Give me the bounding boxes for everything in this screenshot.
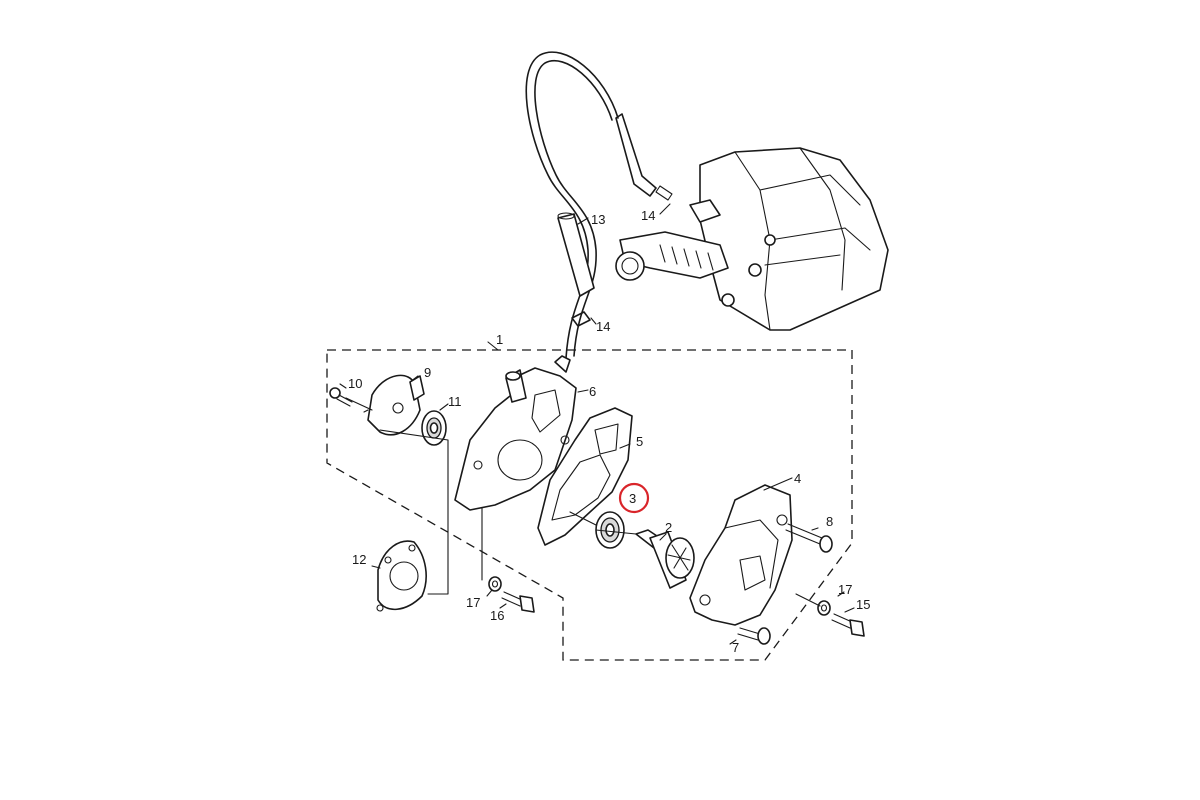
bolt-10 [329,387,353,407]
part-label-14-lower: 14 [596,319,610,334]
part-label-9: 9 [424,365,431,380]
part-label-8: 8 [826,514,833,529]
impeller-shaft-2 [635,529,695,589]
bolt-7 [737,627,771,645]
bearing-11 [421,410,447,446]
part-label-12: 12 [352,552,366,567]
pump-housing-6 [454,355,577,511]
assembly-boundary [326,349,853,661]
pump-cover-4 [689,484,793,626]
part-label-3: 3 [629,491,636,506]
part-label-1: 1 [496,332,503,347]
part-label-17-left: 17 [466,595,480,610]
part-label-5: 5 [636,434,643,449]
bolt-8 [785,523,833,553]
cover-plate-9 [367,374,425,436]
washer-17-left [488,576,502,592]
assembly-axis-lines [339,203,855,645]
washer-17-right [817,600,831,616]
part-label-14-upper: 14 [641,208,655,223]
part-label-11: 11 [448,394,462,409]
part-label-16: 16 [490,608,504,623]
hose-clip-upper [615,113,673,201]
gasket-5 [537,407,633,546]
part-label-17-right: 17 [838,582,852,597]
part-label-6: 6 [589,384,596,399]
part-label-2: 2 [665,520,672,535]
gasket-12 [376,540,427,612]
hose [525,51,619,359]
bolt-15 [831,613,865,637]
part-labels: 1 2 3 4 5 6 7 8 9 10 11 12 13 14 14 15 1… [348,208,870,655]
part-label-13: 13 [591,212,605,227]
part-label-7: 7 [732,640,739,655]
hose-segment-13 [557,212,595,297]
highlight-circle [618,482,650,514]
part-label-4: 4 [794,471,801,486]
coolant-reservoir [615,147,889,331]
bolt-16 [501,591,535,613]
part-label-10: 10 [348,376,362,391]
hose-clip-lower [571,311,591,327]
part-label-15: 15 [856,597,870,612]
